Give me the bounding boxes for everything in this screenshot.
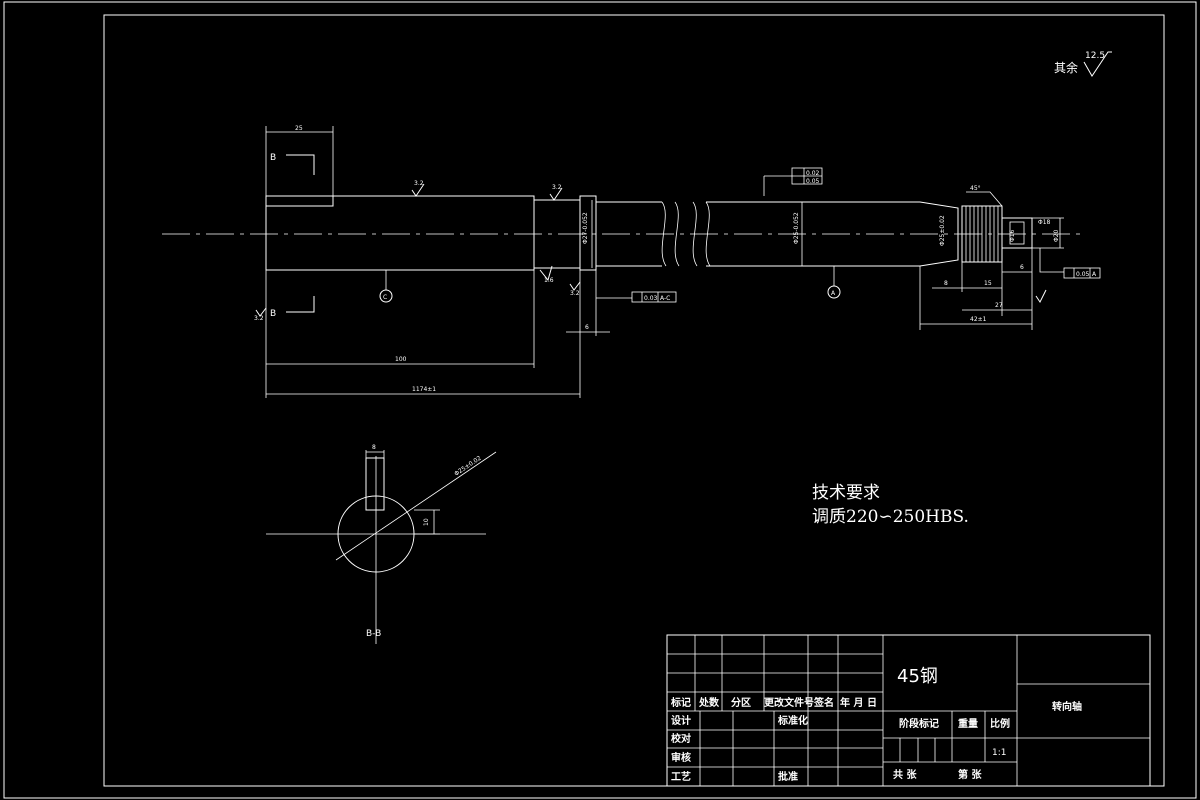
break-lines bbox=[661, 201, 711, 267]
tb-header-doc: 更改文件号签名 bbox=[764, 696, 834, 709]
spline-tip-label: Φ18 bbox=[1038, 219, 1051, 226]
svg-text:0.05: 0.05 bbox=[806, 178, 820, 185]
roughness-marks: 3.2 3.2 1.6 3.2 3.2 bbox=[254, 180, 1047, 322]
dia-label-3: Φ25±0.02 bbox=[939, 215, 946, 246]
tech-title: 技术要求 bbox=[812, 483, 880, 503]
collar bbox=[579, 195, 597, 271]
outer-border bbox=[3, 1, 1197, 799]
svg-text:8: 8 bbox=[944, 280, 948, 287]
section-caption: B-B bbox=[366, 629, 381, 639]
tb-process: 工艺 bbox=[671, 770, 691, 783]
section-view-bb: 8 10 Φ25±0.02 B-B bbox=[266, 444, 497, 644]
end-pin bbox=[1001, 217, 1033, 249]
dim-keyway-width: 25 bbox=[265, 125, 334, 196]
section-letter-top: B bbox=[270, 153, 276, 163]
tech-requirements: 技术要求 调质220∽250HBS. bbox=[812, 483, 969, 527]
shaft-middle bbox=[596, 201, 920, 267]
shaft-step bbox=[534, 199, 580, 269]
shaft-left-segment bbox=[265, 195, 535, 271]
tb-approve: 批准 bbox=[778, 770, 798, 783]
title-block: 45钢 转向轴 标记 处数 分区 更改文件号签名 年 月 日 设计 标准化 校对… bbox=[666, 634, 1151, 787]
taper bbox=[919, 201, 959, 267]
svg-text:25: 25 bbox=[295, 125, 303, 132]
tb-header-zone: 分区 bbox=[731, 696, 751, 709]
section-keyway bbox=[365, 457, 385, 511]
tb-weight: 重量 bbox=[958, 717, 978, 730]
svg-text:100: 100 bbox=[395, 356, 407, 363]
section-cut-bottom bbox=[286, 296, 315, 313]
tb-sheets-total: 共 张 bbox=[893, 768, 917, 781]
section-letter-bottom: B bbox=[270, 309, 276, 319]
tolerance-frame-end: 0.05 A bbox=[1039, 248, 1101, 279]
tolerance-frame-collar: 0.03 A-C bbox=[596, 291, 677, 303]
dim-keyway-length: 100 bbox=[265, 270, 535, 398]
svg-text:0.02: 0.02 bbox=[806, 170, 820, 177]
svg-text:3.2: 3.2 bbox=[570, 290, 580, 297]
tb-stage: 阶段标记 bbox=[899, 717, 939, 730]
svg-text:6: 6 bbox=[585, 324, 589, 331]
svg-text:12.5: 12.5 bbox=[1085, 51, 1105, 61]
section-dia-label: Φ25±0.02 bbox=[453, 455, 483, 478]
keyway bbox=[266, 195, 334, 207]
general-roughness-note: 其余 12.5 bbox=[1054, 51, 1112, 77]
svg-text:0.05: 0.05 bbox=[1076, 271, 1090, 278]
spline-teeth bbox=[965, 206, 999, 262]
tb-header-mark: 标记 bbox=[670, 696, 691, 709]
part-name: 转向轴 bbox=[1052, 700, 1082, 713]
section-cut-top bbox=[286, 154, 315, 175]
chamfer-label: 45° bbox=[970, 185, 981, 192]
svg-text:1.6: 1.6 bbox=[544, 277, 554, 284]
inner-frame bbox=[103, 14, 1165, 787]
svg-text:3.2: 3.2 bbox=[552, 184, 562, 191]
svg-text:27: 27 bbox=[995, 302, 1003, 309]
pin-groove bbox=[1009, 221, 1025, 245]
tb-scale-value: 1:1 bbox=[992, 748, 1006, 758]
dia-label-1: Φ27-0.052 bbox=[582, 212, 589, 244]
section-width-dim: 8 bbox=[372, 444, 376, 451]
svg-text:A: A bbox=[831, 290, 836, 297]
svg-text:A-C: A-C bbox=[660, 295, 670, 302]
tb-review: 审核 bbox=[671, 751, 691, 764]
svg-text:3.2: 3.2 bbox=[254, 315, 264, 322]
tb-header-date: 年 月 日 bbox=[840, 696, 877, 709]
tolerance-frame-top: 0.02 0.05 bbox=[763, 167, 823, 196]
dim-overall-length: 1174±1 bbox=[266, 270, 581, 398]
dia-label-2: Φ25-0.052 bbox=[793, 212, 800, 244]
datum-a: A bbox=[824, 265, 844, 299]
svg-text:6: 6 bbox=[1020, 264, 1024, 271]
tb-header-count: 处数 bbox=[698, 696, 720, 709]
tech-line-1: 调质220∽250HBS. bbox=[812, 507, 969, 527]
tb-standard: 标准化 bbox=[777, 714, 808, 727]
dia-label-4: Φ20 bbox=[1053, 229, 1060, 242]
tb-sheet-no: 第 张 bbox=[958, 768, 982, 781]
svg-text:A: A bbox=[1092, 271, 1097, 278]
material: 45钢 bbox=[897, 666, 938, 687]
svg-text:15: 15 bbox=[984, 280, 992, 287]
tb-check: 校对 bbox=[671, 732, 691, 745]
svg-text:0.03: 0.03 bbox=[644, 295, 658, 302]
svg-text:其余: 其余 bbox=[1054, 60, 1078, 75]
shaft-main-view: B B 25 100 1174±1 6 Φ27-0.052 Φ25-0.052 … bbox=[162, 125, 1101, 398]
section-depth-dim: 10 bbox=[423, 518, 430, 526]
datum-c: C bbox=[376, 269, 396, 303]
svg-text:42±1: 42±1 bbox=[970, 316, 987, 323]
tb-scale: 比例 bbox=[990, 717, 1010, 730]
tb-design: 设计 bbox=[671, 714, 691, 727]
svg-text:3.2: 3.2 bbox=[414, 180, 424, 187]
spline-dims: 8 15 6 27 42±1 bbox=[919, 248, 1033, 330]
svg-text:1174±1: 1174±1 bbox=[412, 386, 436, 393]
dim-collar-width: 6 bbox=[566, 270, 610, 336]
dia-label-5: Φ16 bbox=[1009, 229, 1016, 242]
svg-text:C: C bbox=[383, 294, 387, 301]
